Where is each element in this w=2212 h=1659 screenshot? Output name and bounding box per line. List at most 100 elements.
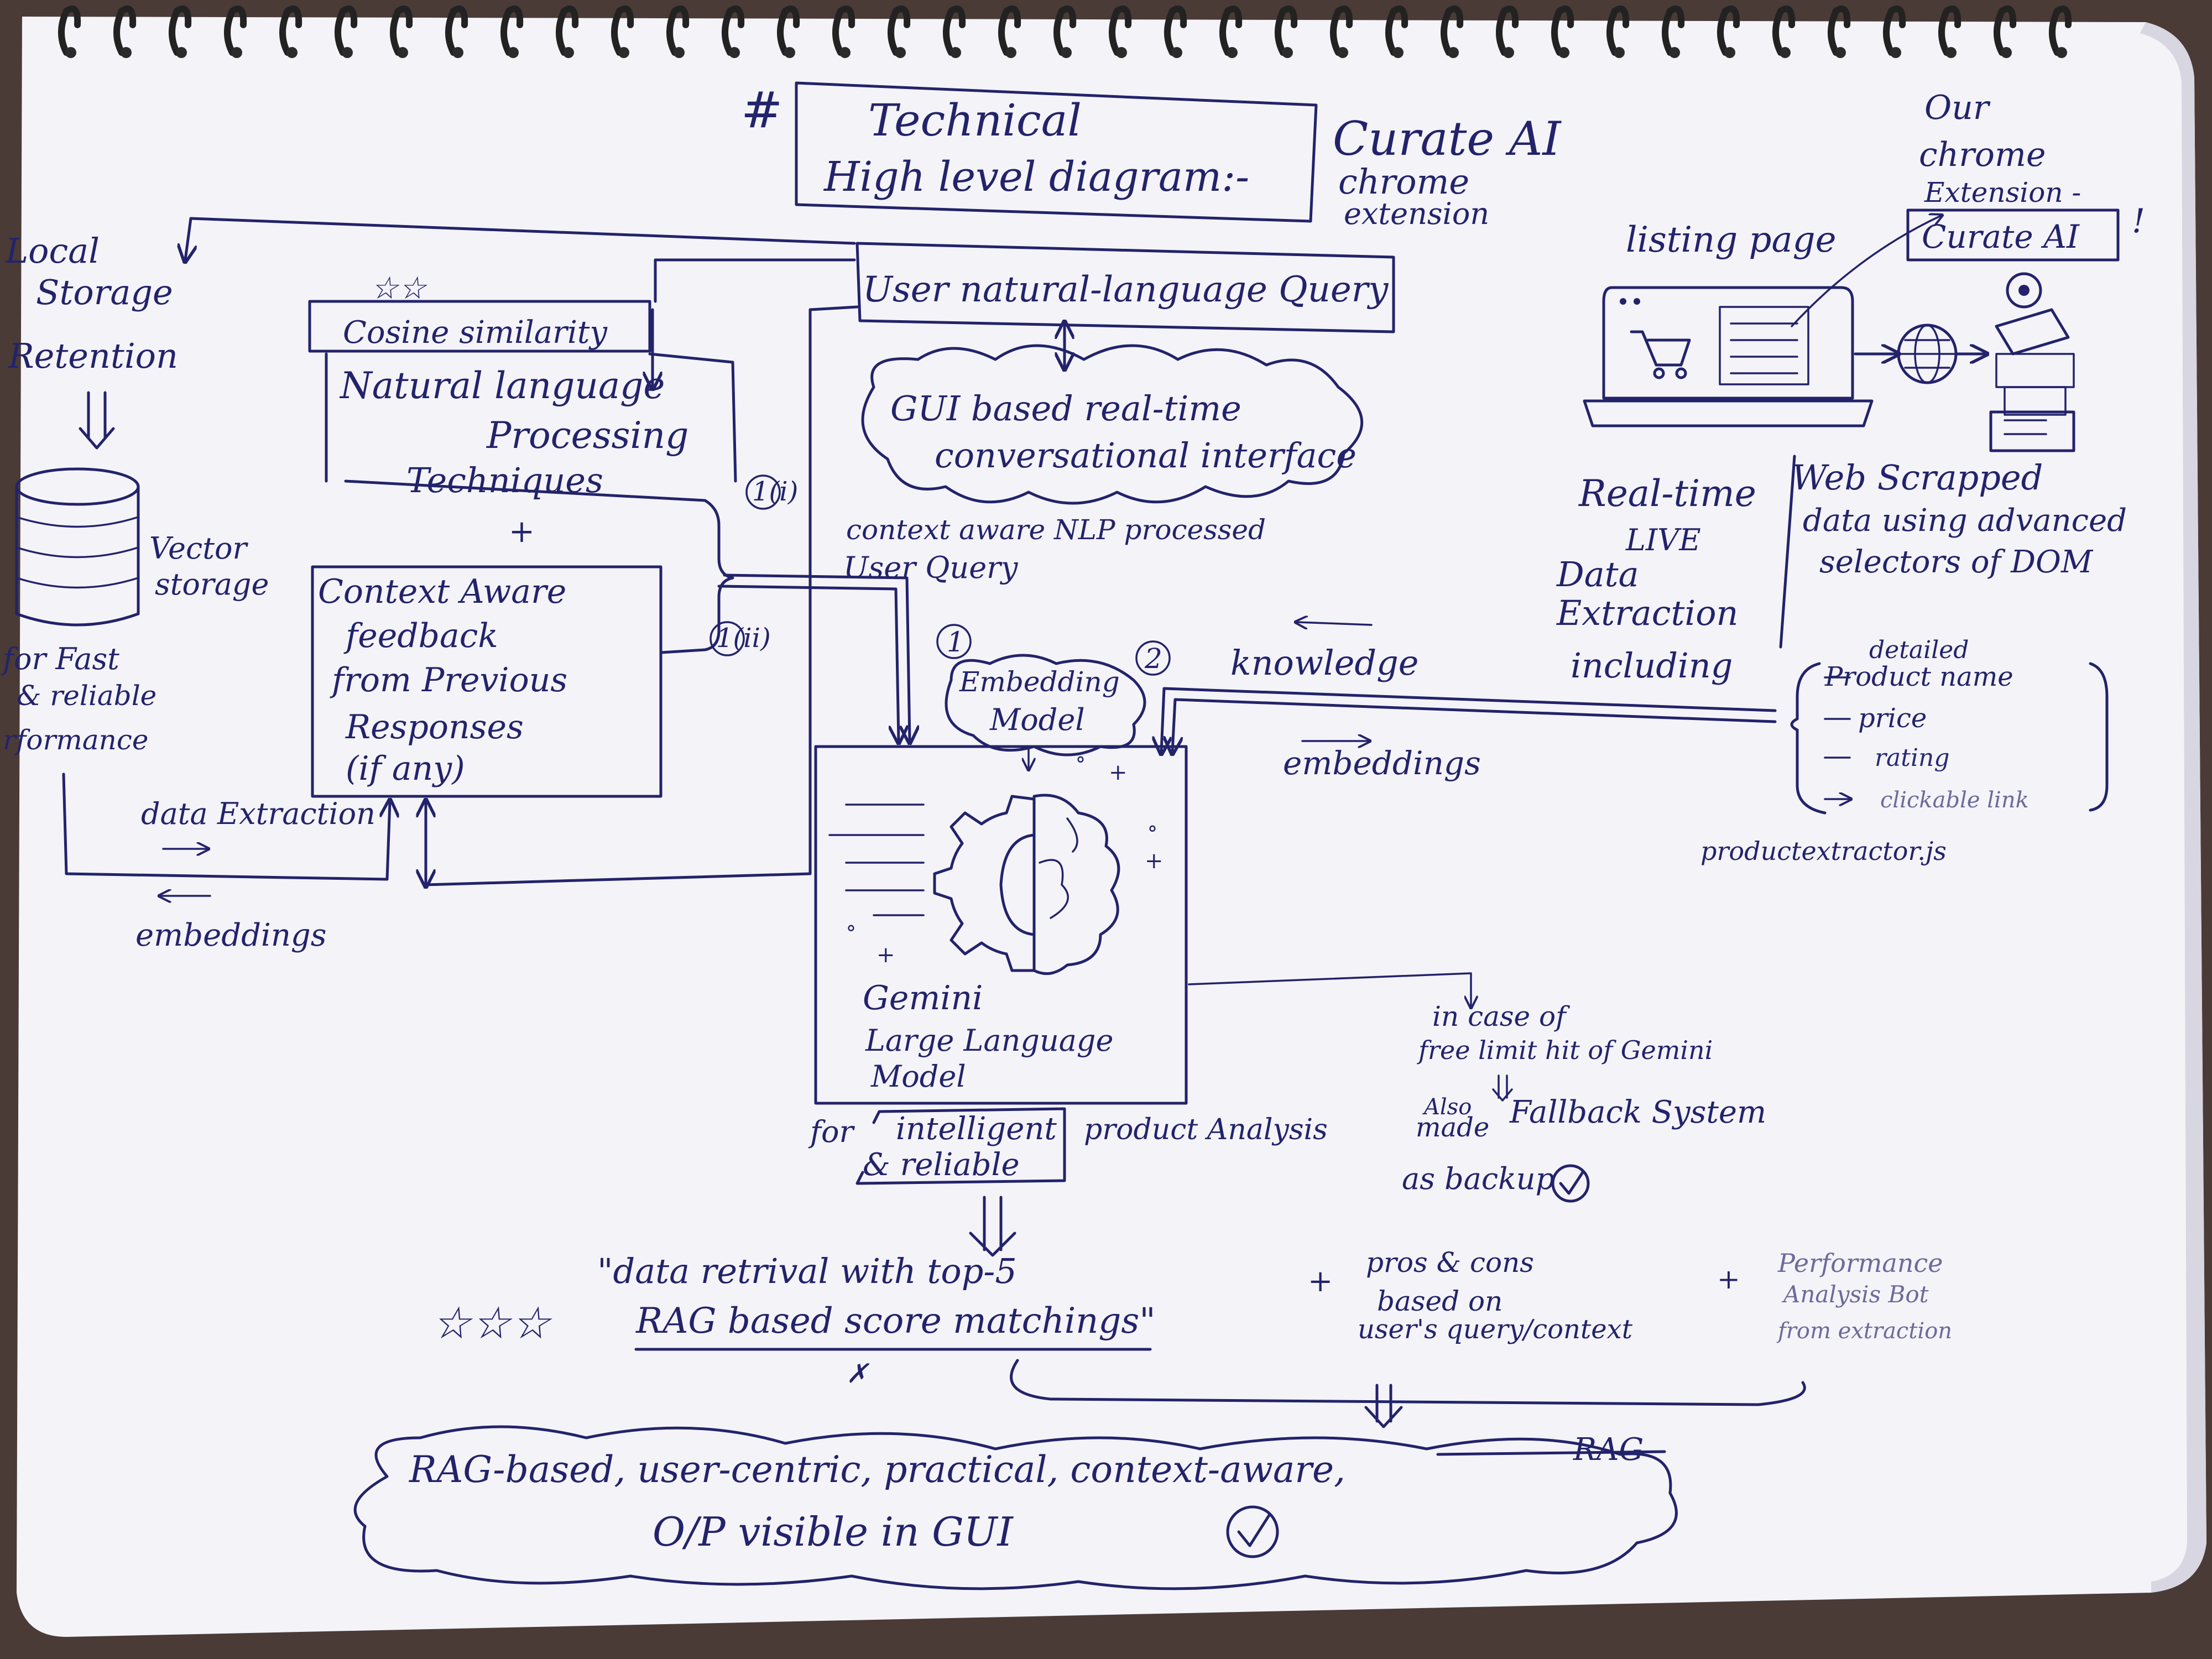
spiral-ring [1883,6,1906,56]
binding-hole [1890,47,1901,58]
binding-hole [286,47,298,58]
field-line1: Product name [1824,661,2013,692]
fast-line3: rformance [3,724,148,756]
merge-down-arrow [1364,1384,1403,1428]
binding-hole [121,47,132,58]
merge-curve [1010,1359,1806,1406]
binding-hole [784,47,795,58]
gear-brain-icon [933,794,1120,975]
binding-hole [1724,47,1735,58]
spiral-ring [1828,6,1851,56]
binding-hole [452,47,463,58]
binding-hole [1614,47,1625,58]
vector-line2: storage [155,567,269,602]
nlp-bracket [344,479,734,654]
spiral-ring [1717,6,1740,56]
binding-hole [1503,47,1514,58]
spiral-ring [832,6,855,56]
product-line2: chrome [1338,161,1469,202]
robot-icon [1989,272,2075,452]
binding-hole [1945,47,1957,58]
web-scraped-label: Web Scrapped data using advanced selecto… [1792,457,2127,580]
spiral-ring [1772,6,1796,56]
heading-box [795,81,1318,223]
query-down-line [808,305,859,311]
scraped-line1: Web Scrapped [1792,457,2043,498]
heading-group: # Technical High level diagram:- [741,81,1318,223]
marker-1ii-circle [709,621,745,656]
field-line1a: detailed [1869,636,1969,664]
output-cloud: RAG-based, user-centric, practical, cont… [353,1425,1678,1590]
spiral-ring [1385,6,1408,56]
binding-hole [950,47,961,58]
heading-line2: High level diagram:- [823,153,1249,201]
binding-hole [1669,47,1680,58]
fallback-label: in case of free limit hit of Gemini Also… [1402,1000,1766,1203]
analysis-line2: & reliable [863,1147,1020,1183]
local-line1: Local [5,231,100,271]
spiral-ring [777,6,800,56]
analysis-suffix: product Analysis [1084,1113,1328,1146]
spiral-binding [58,6,2072,58]
embedding-line2: Model [989,702,1085,737]
laptop-icon [1583,286,1874,427]
spiral-ring [1330,6,1353,56]
query-label: User natural-language Query [863,269,1389,310]
pros-cons-label: pros & cons based on user's query/contex… [1358,1246,1740,1345]
retrieval-line1: "data retrival with top-5 [597,1251,1017,1291]
analysis-label: for intelligent & reliable product Analy… [808,1107,1328,1185]
pros-line3: user's query/context [1358,1314,1633,1345]
scraped-line2: data using advanced [1803,503,2127,539]
binding-hole [563,47,574,58]
binding-hole [1558,47,1569,58]
spiral-ring [224,6,247,56]
database-stack-icon [15,467,140,627]
context-to-embedding-line [717,585,899,741]
query-to-storage-line [185,217,856,260]
gui-cloud: GUI based real-time conversational inter… [861,344,1364,505]
extracted-fields: detailed Product name price rating click… [1790,636,2109,815]
binding-hole [2056,47,2067,58]
fallback-made: made [1416,1112,1489,1143]
spiral-ring [279,6,302,56]
heading-line1: Technical [868,95,1082,146]
binding-hole [729,47,740,58]
nlp-box: ☆☆ Cosine similarity Natural language Pr… [308,270,737,550]
marker-1ii: 1(ii) [716,623,771,654]
svg-text:°: ° [1147,823,1157,846]
spiral-ring [1662,6,1685,56]
perf-line3: from extraction [1776,1318,1952,1344]
field-line3: rating [1875,744,1950,772]
svg-text:+: + [1145,848,1164,874]
spiral-ring [113,6,137,56]
gemini-to-fallback-line [1188,972,1471,1006]
check-circle-icon [1551,1164,1590,1203]
callout-line3: Extension - [1924,176,2081,208]
local-line3: Retention [8,336,178,376]
field-line2: price [1858,703,1927,734]
knowledge-line-b [1172,698,1777,752]
query-box: User natural-language Query [855,242,1395,333]
spiral-ring [1551,6,1574,56]
fallback-line1: in case of [1432,1000,1570,1032]
spiral-ring [1994,6,2017,56]
gemini-line1: Gemini [863,979,983,1018]
spiral-ring [722,6,745,56]
context-line5: (if any) [346,749,465,788]
nlp-plus: + [509,514,535,550]
binding-hole [618,47,629,58]
binding-hole [176,47,187,58]
spiral-ring [611,6,634,56]
local-line2: Storage [36,272,173,312]
spiral-ring [335,6,358,56]
spiral-ring [1275,6,1298,56]
embeddings-right-label: embeddings [1283,744,1481,782]
retrieval-plus: + [1308,1264,1333,1298]
binding-hole [1835,47,1846,58]
spiral-ring [1164,6,1187,56]
nlp-line1: Natural language [339,364,665,407]
curate-badge-box [1906,208,2120,262]
spiral-ring [1606,6,1630,56]
